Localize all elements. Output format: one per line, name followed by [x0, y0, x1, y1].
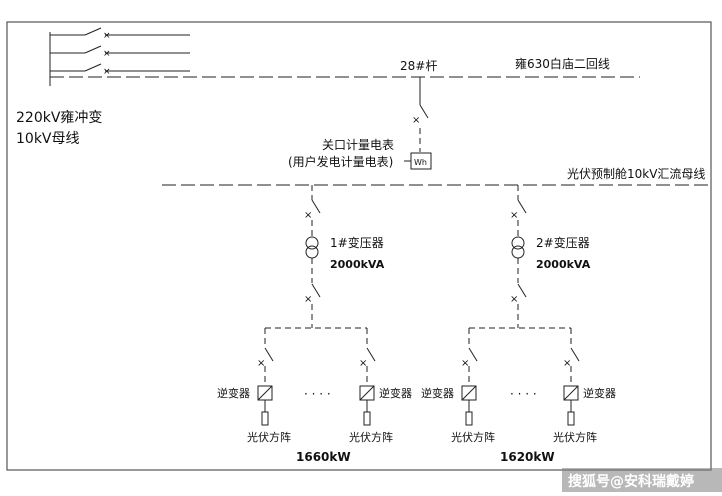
svg-text:×: × [412, 115, 420, 126]
breaker-x: × [257, 358, 265, 369]
pv-array-label: 光伏方阵 [349, 430, 393, 444]
pv-array-icon [261, 411, 269, 426]
group-capacity: 1620kW [500, 450, 555, 464]
watermark-text: 搜狐号@安科瑞戴婷 [568, 473, 694, 490]
branch-ellipsis: · · · · [304, 387, 331, 401]
watermark: 搜狐号@安科瑞戴婷 [562, 468, 722, 492]
pv-array-label: 光伏方阵 [247, 430, 291, 444]
breaker [311, 283, 321, 298]
inverter-diagonal [359, 385, 375, 401]
branch-ellipsis: · · · · [510, 387, 537, 401]
pv-array-icon [363, 411, 371, 426]
breaker [468, 347, 478, 362]
breaker [311, 199, 321, 214]
breaker-x: × [359, 358, 367, 369]
breaker-x: × [510, 210, 518, 221]
svg-text:Wh: Wh [414, 158, 427, 167]
breaker [517, 283, 527, 298]
pole-label: 28#杆 [400, 59, 437, 73]
breaker [366, 347, 376, 362]
transformer-winding-secondary [305, 245, 319, 259]
breaker-x: × [304, 294, 312, 305]
meter-title: 关口计量电表 [322, 138, 394, 152]
pv-bus-label: 光伏预制舱10kV汇流母线 [567, 167, 705, 181]
inverter-diagonal [563, 385, 579, 401]
breaker-x: × [563, 358, 571, 369]
transformer-winding-primary [511, 236, 525, 250]
inverter-label: 逆变器 [379, 386, 412, 400]
pv-array-label: 光伏方阵 [451, 430, 495, 444]
drawing-frame [6, 21, 712, 471]
pv-array-label: 光伏方阵 [553, 430, 597, 444]
source-substation-label: 220kV雍冲变 [16, 110, 102, 126]
inverter-label: 逆变器 [421, 386, 454, 400]
pv-array-icon [465, 411, 473, 426]
transformer-name: 1#变压器 [330, 235, 384, 250]
pv-array-icon [567, 411, 575, 426]
breaker-x: × [510, 294, 518, 305]
breaker-x: × [461, 358, 469, 369]
inverter-diagonal [461, 385, 477, 401]
breaker [264, 347, 274, 362]
meter-subtitle: (用户发电计量电表) [288, 154, 393, 169]
breaker [517, 199, 527, 214]
meter-symbol: Wh [404, 152, 432, 170]
source-bus-label: 10kV母线 [16, 131, 80, 147]
inverter-label: 逆变器 [217, 386, 250, 400]
svg-text:×: × [103, 49, 111, 59]
breaker [570, 347, 580, 362]
pole-drop: × [412, 77, 429, 152]
svg-text:×: × [103, 31, 111, 41]
transformer-winding-primary [305, 236, 319, 250]
transformer-rating: 2000kVA [330, 258, 385, 271]
breaker-x: × [304, 210, 312, 221]
inverter-label: 逆变器 [583, 386, 616, 400]
line-name-label: 雍630白庙二回线 [515, 56, 610, 71]
transformer-winding-secondary [511, 245, 525, 259]
transformer-name: 2#变压器 [536, 235, 590, 250]
svg-text:×: × [103, 67, 111, 77]
group-capacity: 1660kW [296, 450, 351, 464]
inverter-diagonal [257, 385, 273, 401]
transformer-rating: 2000kVA [536, 258, 591, 271]
